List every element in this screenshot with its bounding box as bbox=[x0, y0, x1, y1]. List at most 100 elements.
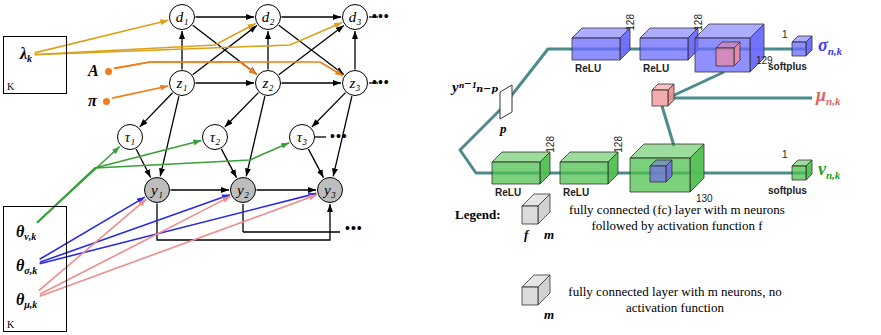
variable-name: τ₂ bbox=[210, 130, 221, 145]
box-face bbox=[695, 38, 750, 72]
box-face bbox=[806, 36, 812, 56]
mu-link-upper bbox=[668, 72, 724, 98]
observed-variable: y₁ bbox=[144, 177, 170, 203]
variable-name: y₁ bbox=[151, 183, 163, 198]
subscript: n,k bbox=[826, 169, 840, 181]
dependency-arrow bbox=[308, 149, 323, 178]
dependency-arrow bbox=[196, 82, 255, 83]
stub bbox=[242, 204, 243, 232]
legend-text: fully connected layer with m neurons, no… bbox=[560, 284, 790, 317]
symbol: θ bbox=[16, 257, 24, 274]
dependency-arrow bbox=[354, 31, 355, 70]
dependency-arrow bbox=[282, 82, 342, 83]
latent-variable: τ₃ bbox=[289, 124, 315, 150]
box-face bbox=[540, 152, 550, 184]
box-face bbox=[792, 166, 806, 180]
continuation-strokes bbox=[243, 17, 378, 232]
dependency-arrow bbox=[40, 193, 317, 263]
subscript: n,k bbox=[828, 45, 842, 57]
ellipsis: ••• bbox=[330, 130, 348, 144]
parameter: θσ,k bbox=[14, 257, 39, 277]
box-face bbox=[538, 275, 550, 305]
latent-variable: d₃ bbox=[342, 4, 368, 30]
ellipsis: ••• bbox=[345, 222, 363, 236]
layer-boxes bbox=[492, 24, 812, 305]
dependency-arrow bbox=[279, 26, 344, 75]
box-face bbox=[522, 287, 538, 305]
symbol: θ bbox=[16, 223, 24, 240]
plate: Kθν,kθσ,kθμ,k bbox=[3, 206, 67, 332]
output-name: νn,k bbox=[818, 160, 840, 181]
latent-variable: z₁ bbox=[169, 70, 195, 96]
box-face bbox=[652, 90, 668, 106]
variable-name: z₂ bbox=[262, 76, 273, 91]
data-flow-lines bbox=[460, 49, 812, 173]
stub bbox=[315, 136, 326, 137]
label: m bbox=[544, 308, 554, 321]
dependency-arrow bbox=[114, 62, 343, 76]
dependency-arrow bbox=[246, 96, 265, 176]
latent-variable: τ₁ bbox=[117, 124, 143, 150]
label: Legend: bbox=[455, 208, 501, 221]
plate: Kλk bbox=[3, 36, 67, 94]
box-face bbox=[538, 194, 550, 224]
activation-name: ReLU bbox=[563, 188, 589, 198]
dependency-arrow bbox=[140, 93, 173, 127]
latent-variable: d₁ bbox=[169, 4, 195, 30]
variable-name: d₁ bbox=[176, 10, 189, 25]
legend-text: fully connected (fc) layer with m neuron… bbox=[552, 202, 802, 235]
variable-name: d₃ bbox=[349, 10, 362, 25]
layer-size: 128 bbox=[546, 136, 556, 153]
dependency-arrow bbox=[267, 31, 268, 70]
output-name: μn,k bbox=[816, 86, 840, 107]
dependency-arrow bbox=[257, 189, 317, 190]
parameter-name: θμ,k bbox=[16, 292, 37, 310]
latent-variable: d₂ bbox=[255, 4, 281, 30]
box-face bbox=[620, 28, 630, 60]
dependency-arrow bbox=[40, 195, 230, 263]
activation-name: ReLU bbox=[643, 64, 669, 74]
parameter: θμ,k bbox=[14, 291, 39, 311]
box-face bbox=[492, 162, 540, 184]
dependency-arrow bbox=[312, 93, 346, 127]
parameter-name: θσ,k bbox=[16, 258, 37, 276]
mu-branch bbox=[668, 97, 812, 100]
parameter-name: λk bbox=[20, 46, 32, 64]
box-face bbox=[630, 158, 690, 192]
dependency-arrow bbox=[40, 196, 231, 294]
dependency-arrow bbox=[181, 31, 182, 70]
box-face bbox=[668, 84, 674, 106]
latent-variable: z₂ bbox=[255, 70, 281, 96]
variable-name: z₁ bbox=[176, 76, 187, 91]
ellipsis: ••• bbox=[372, 10, 390, 24]
dependency-arrow bbox=[136, 149, 151, 178]
plate-count: K bbox=[7, 81, 14, 92]
box-face bbox=[666, 160, 672, 182]
symbol: ν bbox=[818, 159, 826, 179]
box-face bbox=[522, 206, 538, 224]
plate-count: K bbox=[7, 319, 14, 330]
activation-name: ReLU bbox=[495, 188, 521, 198]
layer-size: 128 bbox=[614, 136, 624, 153]
activation-name: softplus bbox=[768, 62, 807, 72]
box-face bbox=[734, 42, 740, 66]
output-name: σn,k bbox=[818, 36, 842, 57]
dependency-arrow bbox=[225, 93, 259, 127]
ellipsis: ••• bbox=[372, 76, 390, 90]
layer-size: 1 bbox=[782, 30, 788, 40]
variable-name: d₂ bbox=[262, 10, 275, 25]
subscript: n,k bbox=[826, 95, 840, 107]
variable-name: z₃ bbox=[349, 76, 360, 91]
variable-name: τ₁ bbox=[125, 130, 136, 145]
layer-size: 1 bbox=[782, 150, 788, 160]
symbol: λ bbox=[20, 45, 27, 62]
mu-link-lower bbox=[662, 106, 674, 146]
symbol: μ bbox=[816, 85, 826, 105]
dependency-arrow bbox=[279, 25, 344, 74]
box-face bbox=[716, 48, 734, 66]
parameter: π bbox=[86, 92, 112, 110]
label: yⁿ⁻¹ₙ₋ₚ bbox=[452, 80, 499, 95]
box-face bbox=[792, 42, 806, 56]
parameter-dot bbox=[105, 68, 112, 75]
